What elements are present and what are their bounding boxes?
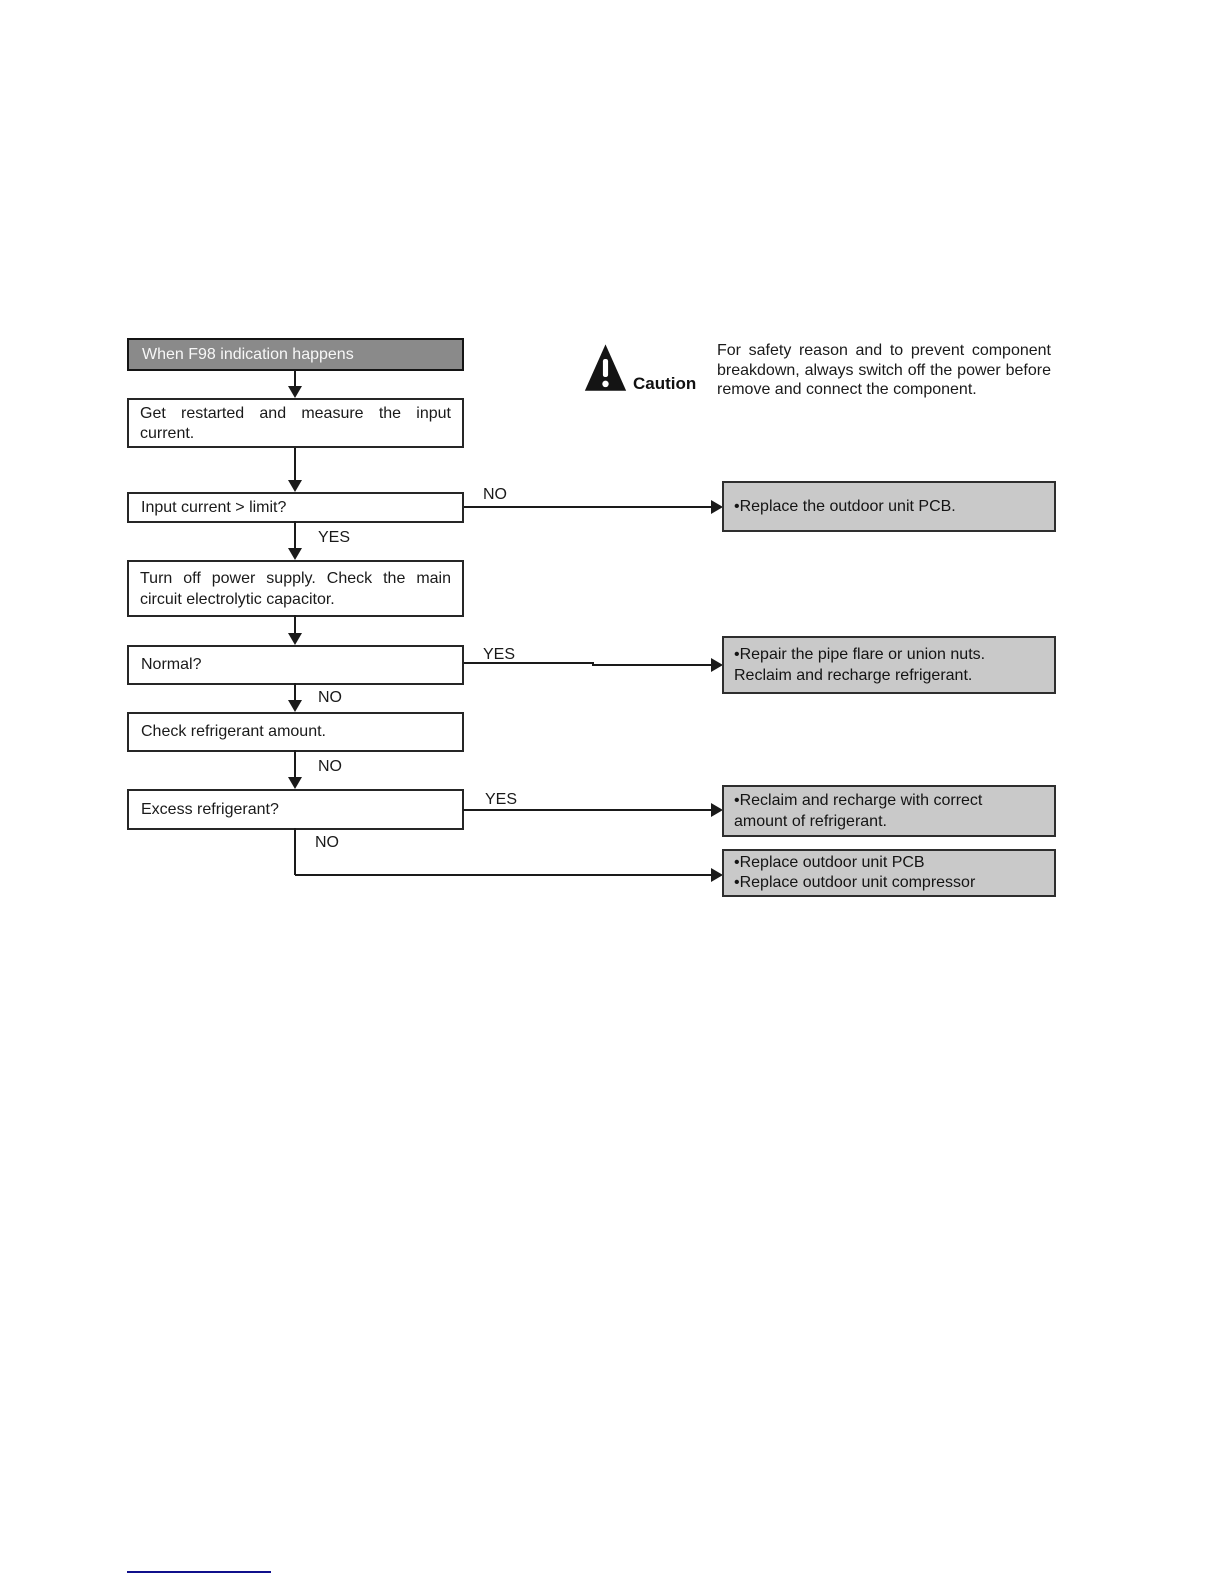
branch-label-no: NO [318,689,342,706]
action-text: •Replace outdoor unit compressor [734,874,976,891]
branch-label-yes: YES [318,529,351,546]
connector-line [294,683,296,701]
connector-line [294,750,296,778]
branch-label-no: NO [483,486,507,503]
connector-line [294,615,296,634]
branch-label-yes: YES [483,646,516,663]
arrow-down-icon [288,386,302,398]
flow-step-check-capacitor: Turn off power supply. Check the main ci… [127,560,464,617]
flow-decision-excess-refrigerant: Excess refrigerant? [127,789,464,830]
action-text: •Replace outdoor unit PCB [734,854,925,871]
caution-label: Caution [633,374,697,393]
arrow-right-icon [711,803,723,817]
arrow-right-icon [711,868,723,882]
connector-line [294,828,296,875]
flow-decision-normal: Normal? [127,645,464,685]
connector-line [294,448,296,481]
caution-text: For safety reason and to prevent compone… [717,342,1051,398]
flow-step-check-refrigerant: Check refrigerant amount. [127,712,464,752]
arrow-down-icon [288,548,302,560]
connector-line [294,370,296,387]
connector-line [592,664,712,666]
arrow-down-icon [288,700,302,712]
branch-label-no: NO [318,758,342,775]
arrow-down-icon [288,480,302,492]
branch-label-yes: YES [485,791,518,808]
action-box-replace-pcb: •Replace the outdoor unit PCB. [722,481,1056,532]
arrow-down-icon [288,777,302,789]
action-box-replace-pcb-compressor: •Replace outdoor unit PCB •Replace outdo… [722,849,1056,897]
arrow-right-icon [711,500,723,514]
footer-rule [127,1571,271,1573]
warning-triangle-icon [584,344,627,391]
connector-line [295,874,711,876]
flow-start-node: When F98 indication happens [127,338,464,371]
arrow-right-icon [711,658,723,672]
arrow-down-icon [288,633,302,645]
flow-step-restart-measure: Get restarted and measure the input curr… [127,398,464,448]
branch-label-no: NO [315,834,339,851]
action-box-reclaim-recharge: •Reclaim and recharge with correct amoun… [722,785,1056,837]
connector-line [294,521,296,549]
connector-line [464,662,594,664]
action-text: •Replace the outdoor unit PCB. [734,498,956,515]
connector-line [464,506,711,508]
action-box-repair-flare: •Repair the pipe flare or union nuts. Re… [722,636,1056,694]
connector-line [463,809,712,811]
flow-decision-input-current: Input current > limit? [127,492,464,523]
action-text: •Repair the pipe flare or union nuts. Re… [734,646,986,684]
action-text: •Reclaim and recharge with correct amoun… [734,792,983,830]
